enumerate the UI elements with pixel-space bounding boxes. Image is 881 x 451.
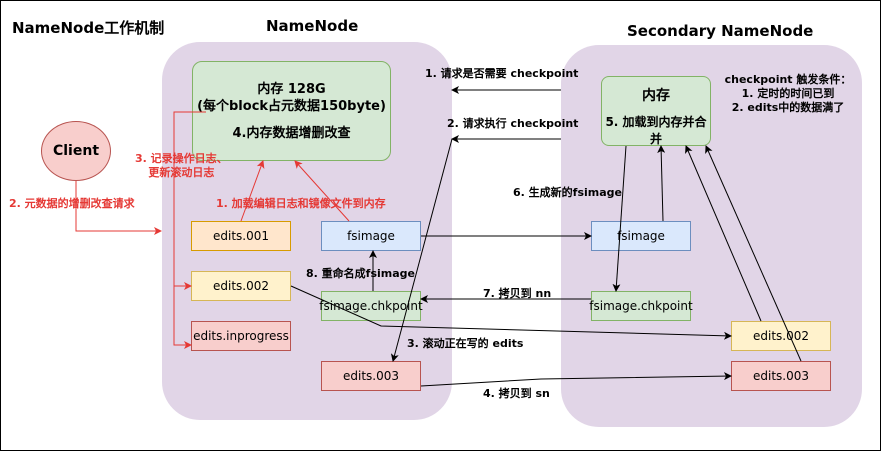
client-node: Client bbox=[41, 121, 111, 181]
namenode-memory-box: 内存 128G (每个block占元数据150byte) 4.内存数据增删改查 bbox=[192, 61, 391, 161]
checkpoint-trigger-note: checkpoint 触发条件： 1. 定时的时间已到 2. edits中的数据… bbox=[713, 73, 863, 115]
nn-edits-002-label: edits.002 bbox=[212, 279, 269, 293]
nn-edits-003: edits.003 bbox=[321, 361, 421, 391]
sn-fsimage: fsimage bbox=[591, 221, 691, 251]
nn-fsimage-chkpoint: fsimage.chkpoint bbox=[319, 291, 423, 321]
nn-edits-001-label: edits.001 bbox=[212, 229, 269, 243]
sn-memory-line1: 内存 bbox=[642, 88, 670, 104]
label-step3: 3. 滚动正在写的 edits bbox=[407, 337, 524, 350]
label-step7: 7. 拷贝到 nn bbox=[483, 287, 552, 300]
namenode-memory-line1: 内存 128G bbox=[257, 81, 326, 97]
label-step8: 8. 重命名成fsimage bbox=[306, 267, 415, 280]
sn-memory-box: 内存 5. 加载到内存并合并 bbox=[601, 76, 711, 146]
sn-edits-003: edits.003 bbox=[731, 361, 831, 391]
trigger-line1: checkpoint 触发条件： bbox=[724, 73, 852, 86]
label-step1: 1. 请求是否需要 checkpoint bbox=[425, 67, 579, 80]
sn-memory-line2: 5. 加载到内存并合并 bbox=[605, 115, 707, 146]
label-red-record: 3. 记录操作日志、 更新滚动日志 bbox=[135, 152, 228, 180]
sn-fsimage-label: fsimage bbox=[617, 229, 665, 243]
sn-edits-002-label: edits.002 bbox=[752, 329, 809, 343]
label-step2: 2. 请求执行 checkpoint bbox=[447, 117, 579, 130]
label-red-record-line1: 3. 记录操作日志、 bbox=[135, 152, 228, 165]
label-step6: 6. 生成新的fsimage bbox=[513, 186, 622, 199]
nn-edits-inprogress: edits.inprogress bbox=[191, 321, 291, 351]
namenode-memory-line3: 4.内存数据增删改查 bbox=[232, 125, 351, 141]
trigger-line3: 2. edits中的数据满了 bbox=[731, 101, 845, 114]
sn-edits-003-label: edits.003 bbox=[752, 369, 809, 383]
nn-edits-inprogress-label: edits.inprogress bbox=[193, 329, 289, 343]
sn-fsimage-chkpoint: fsimage.chkpoint bbox=[589, 291, 693, 321]
nn-fsimage-chkpoint-label: fsimage.chkpoint bbox=[319, 299, 423, 313]
label-red-load: 1. 加载编辑日志和镜像文件到内存 bbox=[216, 197, 386, 210]
nn-fsimage-label: fsimage bbox=[347, 229, 395, 243]
label-red-record-line2: 更新滚动日志 bbox=[148, 166, 215, 179]
namenode-title: NameNode bbox=[266, 17, 359, 35]
client-label: Client bbox=[52, 143, 100, 159]
sn-edits-002: edits.002 bbox=[731, 321, 831, 351]
label-red-client: 2. 元数据的增删改查请求 bbox=[9, 197, 135, 210]
nn-edits-003-label: edits.003 bbox=[342, 369, 399, 383]
page-title: NameNode工作机制 bbox=[12, 19, 165, 37]
trigger-line2: 1. 定时的时间已到 bbox=[741, 87, 835, 100]
label-step4: 4. 拷贝到 sn bbox=[483, 387, 550, 400]
nn-edits-001: edits.001 bbox=[191, 221, 291, 251]
nn-fsimage: fsimage bbox=[321, 221, 421, 251]
sn-fsimage-chkpoint-label: fsimage.chkpoint bbox=[589, 299, 693, 313]
secondary-namenode-title: Secondary NameNode bbox=[627, 22, 814, 40]
nn-edits-002: edits.002 bbox=[191, 271, 291, 301]
namenode-memory-line2: (每个block占元数据150byte) bbox=[197, 98, 386, 114]
